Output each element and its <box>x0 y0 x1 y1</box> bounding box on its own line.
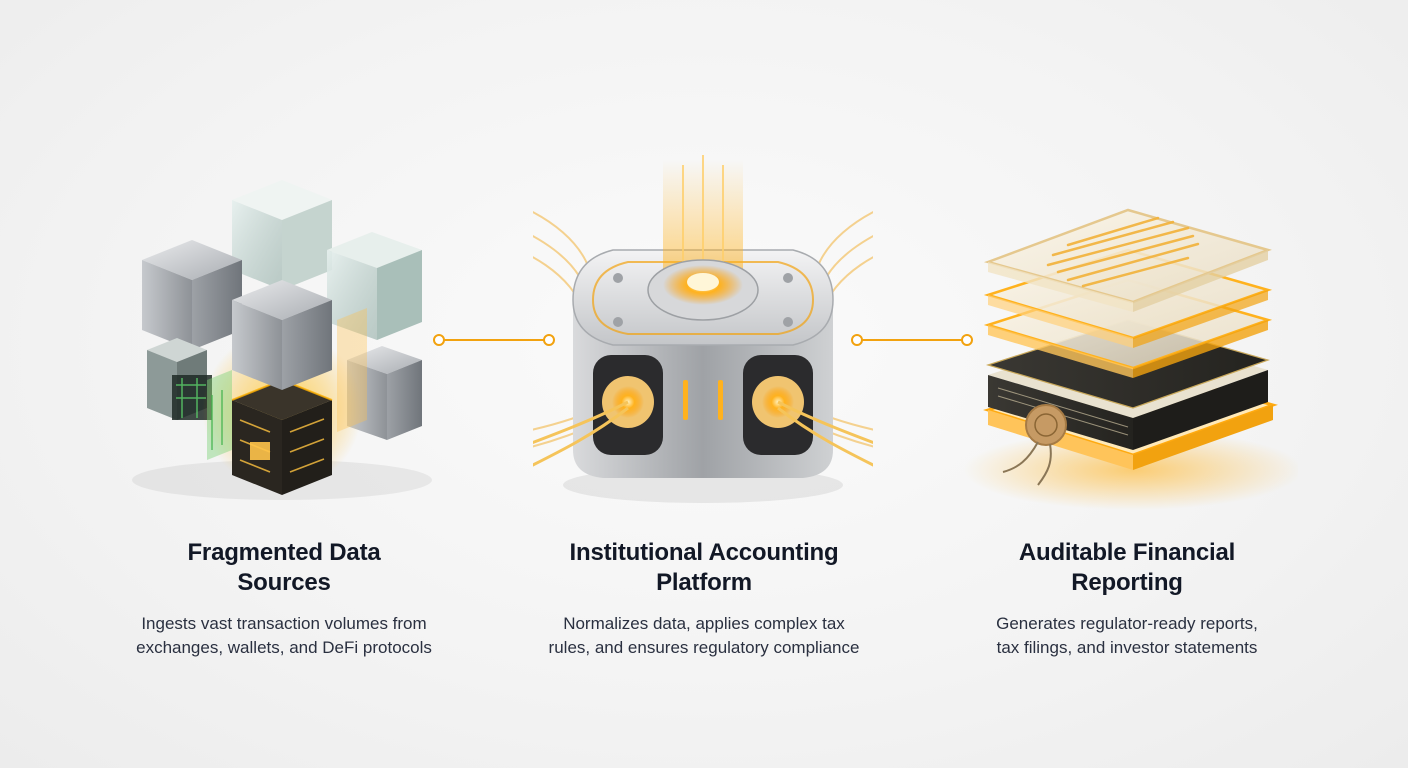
accounting-engine-icon <box>533 150 873 520</box>
step-title: Fragmented Data Sources <box>187 539 381 596</box>
step-description: Generates regulator-ready reports, tax f… <box>996 614 1258 657</box>
connector-line <box>848 331 976 349</box>
fragmented-cubes-icon <box>112 150 452 520</box>
step-description: Normalizes data, applies complex tax rul… <box>548 614 860 657</box>
step-title: Auditable Financial Reporting <box>1018 539 1236 596</box>
report-stack-icon <box>958 150 1298 520</box>
connector-line <box>430 331 558 349</box>
step-caption-platform: Institutional Accounting Platform Normal… <box>514 538 894 660</box>
step-description: Ingests vast transaction volumes from ex… <box>136 614 432 657</box>
step-title: Institutional Accounting Platform <box>569 539 839 596</box>
step-caption-reporting: Auditable Financial Reporting Generates … <box>937 538 1317 660</box>
step-caption-sources: Fragmented Data Sources Ingests vast tra… <box>94 538 474 660</box>
